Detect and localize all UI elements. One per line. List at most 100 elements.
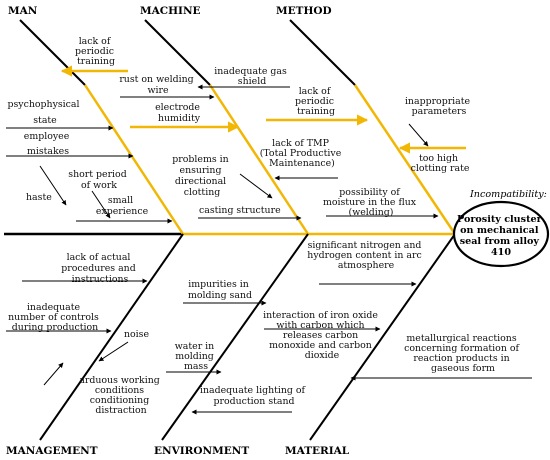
cause-line: directional	[175, 176, 226, 187]
cause-line: inadequate gas	[214, 66, 287, 77]
cause-method-training: lack of periodic training	[295, 86, 337, 117]
cause-line: molding sand	[188, 290, 252, 301]
arrow-management-noise	[98, 341, 129, 362]
effect-line: seal from alloy	[460, 236, 540, 247]
cause-line: moisture in the flux	[323, 197, 417, 208]
cause-line: molding	[175, 351, 214, 362]
cause-line: clotting rate	[411, 163, 470, 174]
category-material: MATERIAL	[285, 445, 350, 457]
bone-material	[309, 233, 456, 441]
arrow-man-short-period	[91, 190, 111, 219]
cause-line: lack of actual	[67, 252, 131, 263]
cause-environment-water: water in molding mass	[175, 341, 217, 372]
cause-line: inadequate	[27, 302, 81, 313]
cause-machine-tmp: lack of TMP (Total Productive Maintenanc…	[260, 138, 344, 169]
cause-machine-gas-shield: inadequate gas shield	[214, 66, 290, 87]
cause-material-nitrogen: significant nitrogen and hydrogen conten…	[307, 240, 424, 271]
cause-line: concerning formation of	[404, 343, 520, 354]
cause-management-arduous: arduous working conditions conditioning …	[79, 375, 162, 416]
cause-line: employee	[24, 131, 70, 142]
arrow-management-arduous	[43, 362, 64, 386]
effect-line: on mechanical	[460, 225, 539, 236]
cause-line: periodic	[75, 46, 114, 57]
cause-line: procedures and	[61, 263, 135, 274]
cause-line: problems in	[172, 154, 228, 165]
cause-line: lack of	[299, 86, 332, 97]
cause-line: experience	[96, 206, 149, 217]
category-method: METHOD	[276, 5, 332, 17]
category-environment: ENVIRONMENT	[154, 445, 249, 457]
cause-line: hydrogen content in arc	[307, 250, 421, 261]
cause-material-reactions: metallurgical reactions concerning forma…	[404, 333, 522, 374]
cause-man-haste: haste	[26, 192, 52, 203]
bone-method-black	[289, 19, 356, 86]
cause-line: humidity	[158, 113, 201, 124]
cause-line: training	[77, 56, 115, 67]
cause-line: of work	[81, 180, 117, 191]
category-management: MANAGEMENT	[6, 445, 98, 457]
cause-line: state	[33, 115, 57, 126]
effect-ellipse	[452, 200, 550, 268]
cause-line: conditions	[95, 385, 144, 396]
cause-line: monoxide and carbon	[269, 340, 372, 351]
cause-line: reaction products in	[413, 353, 509, 364]
cause-line: instructions	[72, 274, 129, 285]
cause-line: Maintenance)	[269, 158, 335, 169]
cause-material-iron-oxide: interaction of iron oxide with carbon wh…	[263, 310, 381, 361]
cause-line: inadequate lighting of	[200, 385, 307, 396]
cause-environment-lighting: inadequate lighting of production stand	[200, 385, 308, 407]
cause-method-clotting-rate: too high clotting rate	[411, 153, 470, 174]
cause-man-mistakes: employee mistakes	[24, 131, 72, 157]
cause-environment-sand: impurities in molding sand	[188, 279, 252, 301]
cause-line: shield	[238, 76, 266, 87]
arrow-method-parameters	[408, 123, 429, 147]
cause-line: (Total Productive	[260, 148, 342, 159]
cause-man-psychophysical: psychophysical state	[7, 99, 82, 126]
cause-machine-clotting: problems in ensuring directional clottin…	[172, 154, 231, 198]
cause-line: (welding)	[349, 207, 394, 218]
bone-man-yellow	[83, 84, 185, 235]
cause-line: production stand	[213, 396, 294, 407]
incompatibility-label: Incompatibility:	[469, 189, 547, 200]
effect-line: Porosity cluster	[457, 214, 543, 225]
cause-management-noise: noise	[124, 329, 149, 340]
bone-management	[39, 233, 184, 441]
cause-line: lack of TMP	[272, 138, 329, 149]
cause-method-parameters: inappropriate parameters	[405, 96, 473, 117]
cause-line: psychophysical	[7, 99, 79, 110]
cause-line: periodic	[295, 96, 334, 107]
cause-line: interaction of iron oxide	[263, 310, 378, 321]
cause-line: inappropriate	[405, 96, 471, 107]
cause-man-experience: small experience	[96, 195, 149, 217]
bone-machine-black	[144, 19, 211, 86]
effect-text: Porosity cluster on mechanical seal from…	[457, 214, 545, 258]
bone-method-yellow	[353, 84, 457, 235]
cause-line: arduous working	[79, 375, 159, 386]
cause-line: mass	[184, 361, 208, 372]
cause-line: mistakes	[27, 146, 69, 157]
cause-line: impurities in	[188, 279, 249, 290]
cause-management-controls: inadequate number of controls during pro…	[8, 302, 102, 333]
cause-man-short-period: short period of work	[68, 169, 129, 191]
cause-line: clotting	[184, 187, 220, 198]
cause-management-procedures: lack of actual procedures and instructio…	[61, 252, 138, 285]
cause-machine-casting: casting structure	[199, 205, 281, 216]
cause-machine-humidity: electrode humidity	[155, 102, 203, 124]
cause-machine-rust: rust on welding wire	[119, 74, 196, 96]
cause-line: number of controls	[8, 312, 99, 323]
effect-line: 410	[491, 247, 511, 258]
arrow-machine-clotting	[239, 173, 273, 199]
cause-line: conditioning	[90, 395, 149, 406]
cause-line: short period	[68, 169, 126, 180]
cause-line: small	[108, 195, 133, 206]
cause-line: gaseous form	[431, 363, 495, 374]
bone-machine-yellow	[208, 84, 310, 235]
cause-line: metallurgical reactions	[406, 333, 516, 344]
cause-method-moisture: possibility of moisture in the flux (wel…	[323, 187, 419, 218]
cause-line: possibility of	[339, 187, 401, 198]
cause-line: with carbon which	[276, 320, 364, 331]
cause-line: lack of	[79, 36, 112, 47]
cause-line: significant nitrogen and	[308, 240, 422, 251]
cause-line: releases carbon	[283, 330, 358, 341]
